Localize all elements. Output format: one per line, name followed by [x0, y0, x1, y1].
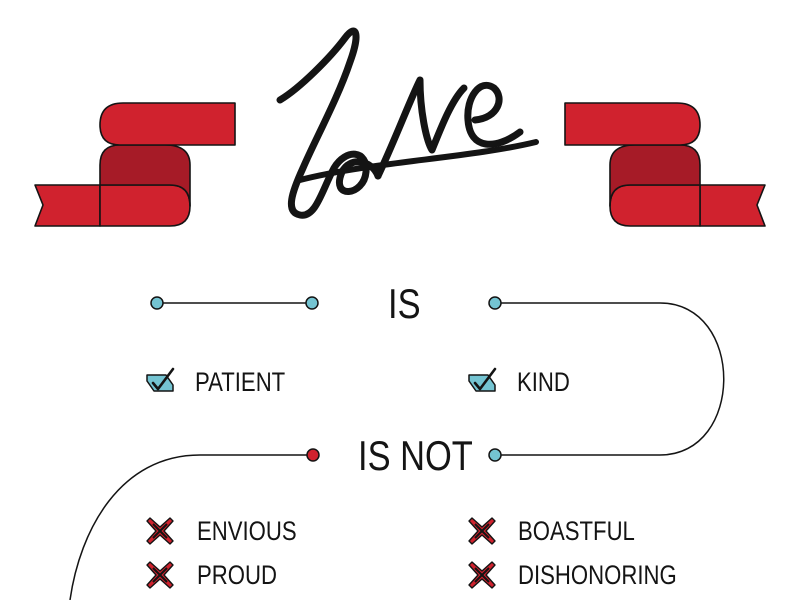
right-ribbon-banner — [564, 102, 766, 227]
check-icon — [468, 367, 497, 392]
list-item-boastful: BOASTFUL — [518, 516, 635, 546]
is-not-heading: IS NOT — [358, 432, 473, 479]
is-right-connector — [495, 302, 725, 456]
list-item-proud: PROUD — [197, 560, 277, 590]
connector-dot — [488, 296, 502, 310]
list-item-envious: ENVIOUS — [197, 516, 297, 546]
check-icon — [146, 367, 175, 392]
list-item-kind: KIND — [517, 367, 570, 397]
is-heading: IS — [388, 280, 421, 327]
list-item-patient: PATIENT — [195, 367, 286, 397]
cross-icon — [468, 561, 496, 589]
connector-dot-red — [306, 448, 320, 462]
connector-dot — [305, 296, 319, 310]
list-item-dishonoring: DISHONORING — [518, 560, 677, 590]
cross-icon — [146, 561, 174, 589]
cross-icon — [146, 517, 174, 545]
left-ribbon-banner — [34, 102, 236, 227]
cross-icon — [468, 517, 496, 545]
is-not-left-connector — [69, 454, 313, 600]
connector-dot — [488, 448, 502, 462]
love-title-lettering — [276, 27, 539, 219]
connector-dot — [150, 296, 164, 310]
